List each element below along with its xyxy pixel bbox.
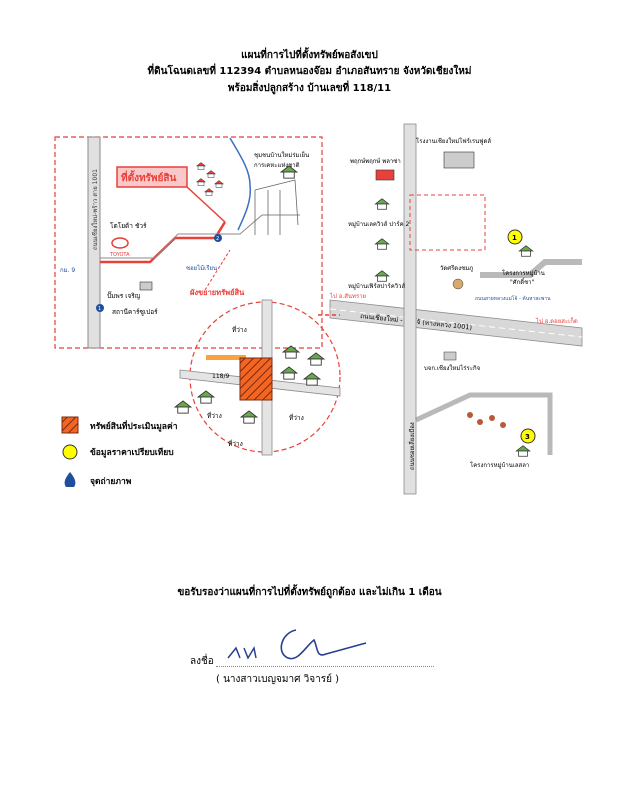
location-map: ถนนเชียงใหม่-พร้าว สาย 1001 ที่ตั้งทรัพย… <box>54 123 583 495</box>
left-road-label: ถนนเชียงใหม่-พร้าว สาย 1001 <box>91 169 99 250</box>
photo-point-icon <box>64 472 76 487</box>
svg-text:ไป อ.สันทราย: ไป อ.สันทราย <box>329 292 366 300</box>
svg-text:หมู่บ้านเฟิร์สปาร์ควิวส์: หมู่บ้านเฟิร์สปาร์ควิวส์ <box>348 282 406 290</box>
svg-text:ชุมชนบ้านใหม่ร่มเย็น: ชุมชนบ้านใหม่ร่มเย็น <box>254 150 309 159</box>
svg-text:โครงการหมู่บ้านเลสลา: โครงการหมู่บ้านเลสลา <box>470 461 529 469</box>
svg-text:"ศักดิ์ชา": "ศักดิ์ชา" <box>510 277 535 286</box>
comparable-marker-3 <box>520 428 536 444</box>
svg-text:การเคหะแห่งชาติ: การเคหะแห่งชาติ <box>254 162 300 169</box>
svg-text:ที่ว่าง: ที่ว่าง <box>232 325 247 334</box>
page-title: แผนที่การไปที่ตั้งทรัพย์พอสังเขป <box>241 50 378 61</box>
toyota-logo-icon <box>111 237 129 249</box>
property-callout <box>116 166 188 188</box>
handwritten-signature <box>227 629 367 660</box>
signer-name: ( นางสาวเบญจมาศ วิจารย์ ) <box>216 674 340 685</box>
left-dashed-border <box>54 136 323 349</box>
toyota-label: โตโยต้า ชัวร์ <box>110 222 147 230</box>
svg-text:TOYOTA: TOYOTA <box>109 252 130 258</box>
access-road <box>206 355 246 360</box>
svg-text:กม. 9: กม. 9 <box>60 267 75 274</box>
temple-icon <box>452 278 464 290</box>
plaza-icon <box>375 169 395 181</box>
enlarged-caption: ผังขยายทรัพย์สิน <box>190 288 245 297</box>
svg-text:2: 2 <box>216 236 219 242</box>
right-map-panel: ถนนเชียงใหม่ - แม่โจ้ (ทางหลวง 1001) ถนน… <box>318 123 583 495</box>
comparable-marker-1 <box>507 229 523 245</box>
property-parcel <box>239 357 273 401</box>
svg-text:3: 3 <box>525 433 530 441</box>
photo-point-2 <box>214 234 222 242</box>
svg-text:ปั๊มพร เจริญ: ปั๊มพร เจริญ <box>107 291 141 300</box>
svg-text:ไป อ.ดอยสะเก็ด: ไป อ.ดอยสะเก็ด <box>535 316 578 325</box>
right-dashed-box <box>409 194 486 251</box>
village-blocks <box>254 190 281 235</box>
svg-text:พฤกษ์พฤกษ์ พลาซ่า: พฤกษ์พฤกษ์ พลาซ่า <box>350 157 401 165</box>
right-vertical-road <box>403 123 417 495</box>
svg-text:สถานีคาร์ซูเปอร์: สถานีคาร์ซูเปอร์ <box>112 308 158 316</box>
svg-text:ซอยไม้เรียน: ซอยไม้เรียน <box>186 264 217 272</box>
svg-text:โครงการหมู่บ้าน: โครงการหมู่บ้าน <box>502 269 545 277</box>
svg-text:ข้อมูลราคาเปรียบเทียบ: ข้อมูลราคาเปรียบเทียบ <box>90 447 174 458</box>
svg-text:หมู่บ้านเลควิวส์ ปาร์ค 2: หมู่บ้านเลควิวส์ ปาร์ค 2 <box>348 220 410 228</box>
svg-text:ที่ว่าง: ที่ว่าง <box>207 411 222 420</box>
left-vertical-road <box>87 136 101 349</box>
svg-text:ที่ว่าง: ที่ว่าง <box>228 439 243 448</box>
svg-text:ที่ตั้งทรัพย์สิน: ที่ตั้งทรัพย์สิน <box>121 170 176 184</box>
enlarged-property-map: 118/9 ที่ว่าง ที่ว่าง ที่ว่าง ที่ว่าง <box>174 299 341 456</box>
svg-text:1: 1 <box>98 306 101 312</box>
gas-station-icon <box>139 281 153 291</box>
map-legend: ทรัพย์สินที่ประเมินมูลค่า ข้อมูลราคาเปรี… <box>61 416 178 487</box>
photo-point-1 <box>96 304 104 312</box>
route-line <box>100 221 227 264</box>
deed-info: ที่ดินโฉนดเลขที่ 112394 ตำบลหนองจ๊อม อำเ… <box>147 66 472 77</box>
comparable-circle-icon <box>62 444 78 460</box>
certification-text: ขอรับรองว่าแผนที่การไปที่ตั้งทรัพย์ถูกต้… <box>177 587 442 598</box>
svg-text:ที่ว่าง: ที่ว่าง <box>289 413 304 422</box>
building-info: พร้อมสิ่งปลูกสร้าง บ้านเลขที่ 118/11 <box>227 83 392 94</box>
svg-text:1: 1 <box>512 234 517 242</box>
svg-text:118/9: 118/9 <box>212 373 229 380</box>
factory-icon <box>443 151 475 169</box>
signature-label: ลงชื่อ <box>190 656 214 667</box>
svg-text:โรงงานเชียงใหม่โฟร์เรนฟูดส์: โรงงานเชียงใหม่โฟร์เรนฟูดส์ <box>416 137 491 145</box>
stream-line <box>229 137 252 231</box>
svg-text:บจก.เชียงใหม่ไร่ระกิจ: บจก.เชียงใหม่ไร่ระกิจ <box>424 364 480 372</box>
svg-text:วัดศรีดงชมภู: วัดศรีดงชมภู <box>440 264 473 272</box>
property-square-icon <box>61 416 79 434</box>
svg-text:ถนนสายหลวงแม่โจ้ - ค้นหาสะพาน: ถนนสายหลวงแม่โจ้ - ค้นหาสะพาน <box>475 295 551 302</box>
left-map-panel: ถนนเชียงใหม่-พร้าว สาย 1001 ที่ตั้งทรัพย… <box>54 136 323 349</box>
main-road <box>329 299 583 347</box>
svg-text:ทรัพย์สินที่ประเมินมูลค่า: ทรัพย์สินที่ประเมินมูลค่า <box>90 419 178 432</box>
signature-line <box>216 666 434 667</box>
svg-text:จุดถ่ายภาพ: จุดถ่ายภาพ <box>90 476 132 487</box>
svg-text:ถนนซอยเลี่ยงเมือง: ถนนซอยเลี่ยงเมือง <box>408 422 416 470</box>
callout-pointer <box>186 186 226 223</box>
